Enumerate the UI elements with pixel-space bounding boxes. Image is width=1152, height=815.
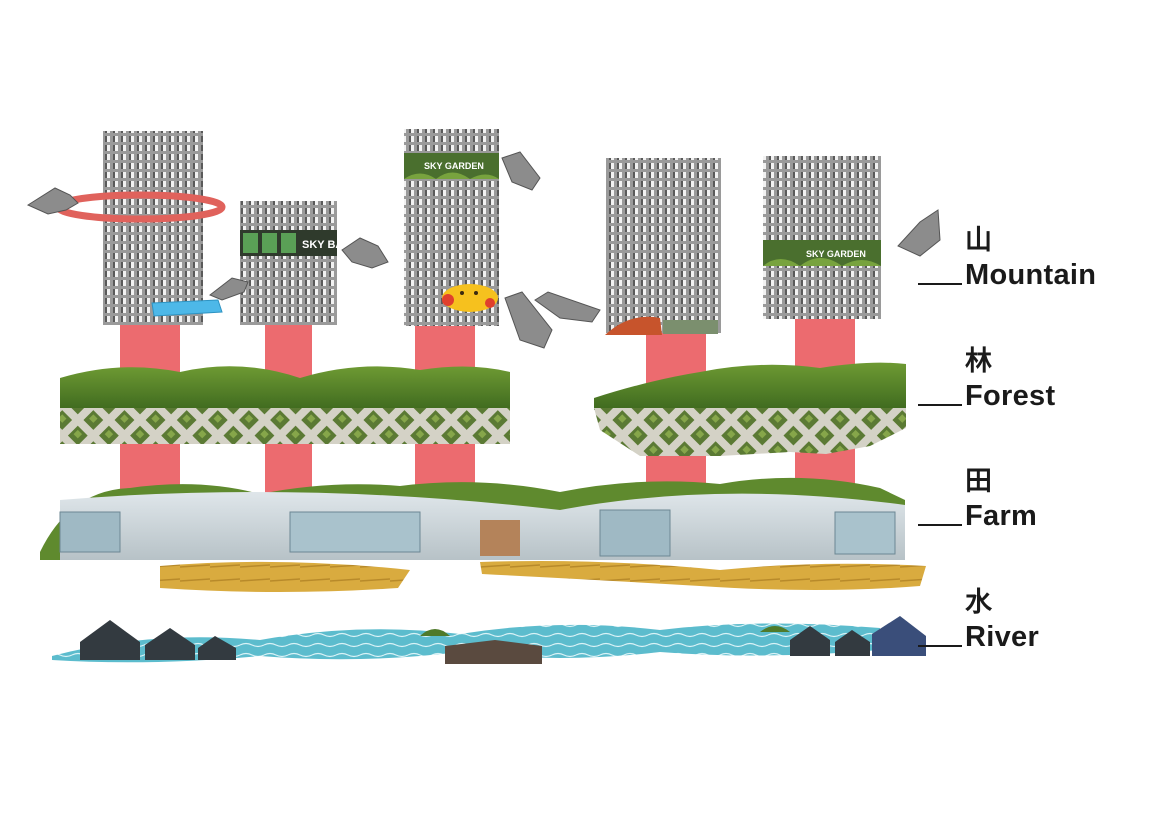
sky-garden-sign-2: SKY GARDEN <box>763 240 881 266</box>
legend-farm-zh: 田 <box>965 466 992 497</box>
house-icon <box>445 640 542 664</box>
legend-farm: 田 Farm <box>918 467 1148 533</box>
legend-mountain-zh: 山 <box>965 225 992 256</box>
legend-rule <box>918 404 962 406</box>
smiley-icon <box>442 284 498 312</box>
tower-1 <box>103 131 203 325</box>
hand-icon <box>341 237 389 269</box>
legend-river-zh: 水 <box>965 587 992 618</box>
legend-forest-en: Forest <box>965 380 1056 412</box>
tower-4 <box>606 158 721 333</box>
farm-layer <box>40 477 926 592</box>
sky-garden-sign-1: SKY GARDEN <box>404 153 499 179</box>
hands <box>26 151 941 349</box>
tower-2 <box>240 201 337 325</box>
legend-forest-zh: 林 <box>965 346 992 377</box>
legend-farm-en: Farm <box>965 500 1038 532</box>
legend-rule <box>918 524 962 526</box>
pool-icon <box>151 299 223 317</box>
tower-5 <box>763 156 881 319</box>
canopy <box>605 316 718 335</box>
hand-icon <box>501 151 541 191</box>
river-layer <box>52 616 926 664</box>
legend-river: 水 River <box>918 588 1148 654</box>
hand-icon <box>897 209 941 257</box>
forest-layer-right <box>594 362 906 456</box>
legend-forest: 林 Forest <box>918 347 1148 413</box>
sky-bar-label: SKY BAR <box>302 239 351 251</box>
legend-rule <box>918 283 962 285</box>
sky-bar-sign: SKY BAR <box>240 230 351 256</box>
sky-garden-label-2: SKY GARDEN <box>806 249 866 259</box>
legend-mountain: 山 Mountain <box>918 226 1148 292</box>
legend-river-en: River <box>965 621 1040 653</box>
legend-rule <box>918 645 962 647</box>
house-icon <box>790 616 926 656</box>
house-icon <box>80 620 236 660</box>
hand-icon <box>26 187 79 215</box>
legend-mountain-en: Mountain <box>965 259 1097 291</box>
sky-garden-label-1: SKY GARDEN <box>424 161 484 171</box>
hand-icon <box>534 291 601 323</box>
hand-icon <box>209 277 249 301</box>
forest-layer-left <box>60 366 510 444</box>
hand-icon <box>504 291 553 349</box>
